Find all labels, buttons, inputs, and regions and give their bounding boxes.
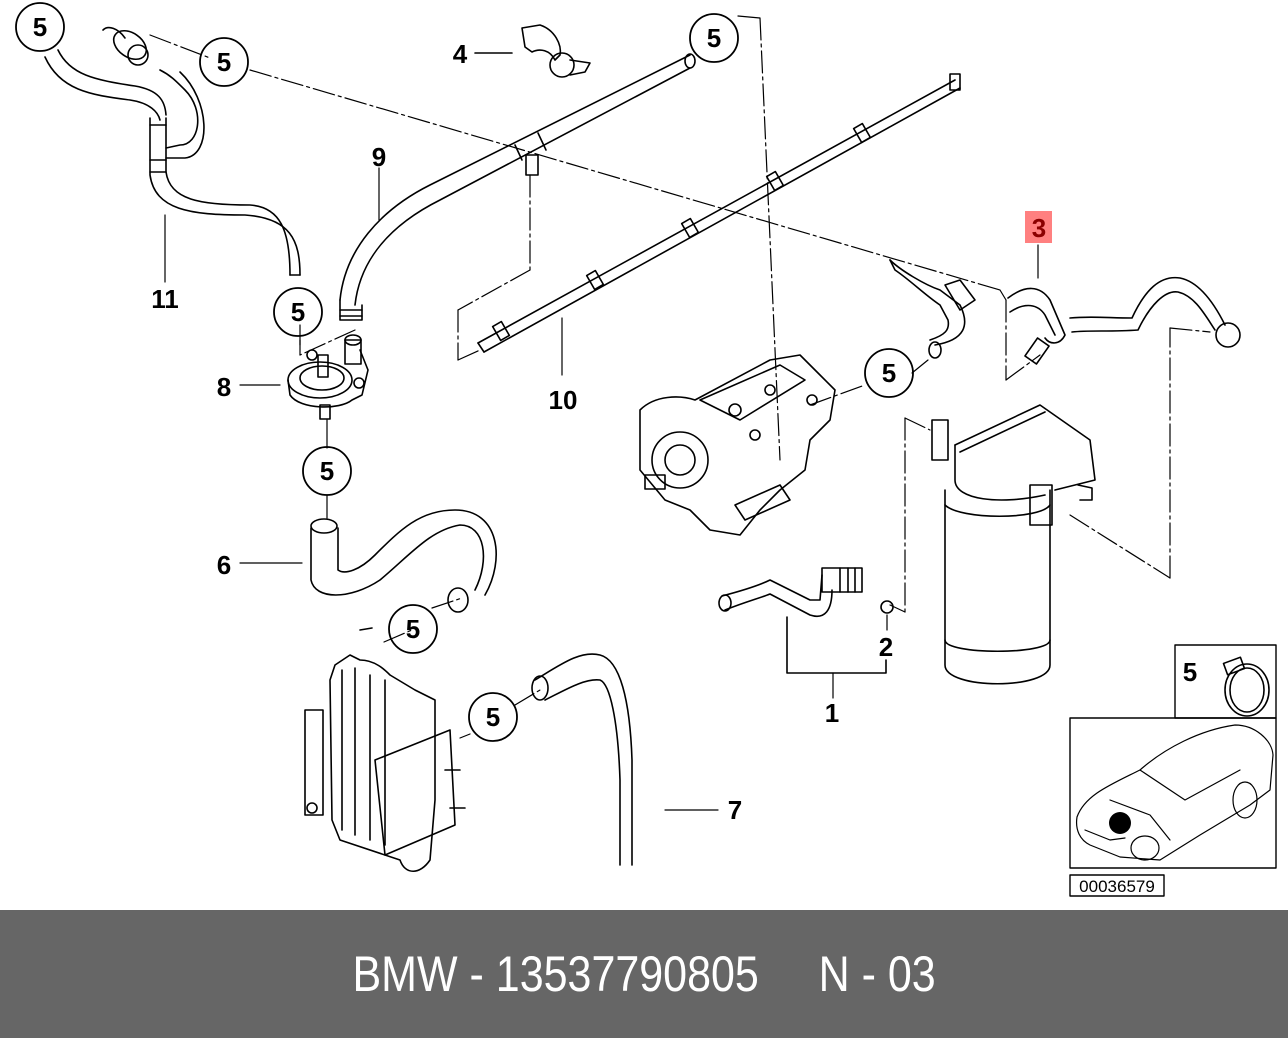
hose-7 [531,653,719,866]
hose-11 [44,26,301,276]
footer-part-number: 13537790805 [495,946,759,1002]
footer-gap [759,946,819,1002]
fuel-rail-10 [477,73,961,376]
fuel-cooler [304,627,466,873]
callout-1[interactable]: 1 [825,698,839,728]
hose-clamp-icon [1222,656,1270,717]
callout-9[interactable]: 9 [372,142,386,172]
hose-1 [718,567,894,699]
callout-6[interactable]: 6 [217,550,231,580]
dashed-leaders [149,15,1211,739]
callout-5[interactable]: 5 [320,456,334,486]
callout-5[interactable]: 5 [882,358,896,388]
tube-9 [339,53,696,321]
highlight-box-3 [1025,211,1052,243]
callout-10[interactable]: 10 [549,385,578,415]
footer-position-label: N - 03 [818,946,936,1002]
reference-number: 00036579 [1079,877,1155,896]
callout-circles [15,2,914,742]
callout-5[interactable]: 5 [707,23,721,53]
callout-5[interactable]: 5 [406,614,420,644]
callout-5[interactable]: 5 [217,47,231,77]
footer-separator: - [457,946,496,1002]
footer-bar: BMW - 13537790805 N - 03 [0,910,1288,1038]
pressure-regulator-8 [239,324,369,449]
callout-8[interactable]: 8 [217,372,231,402]
fuel-filter [931,404,1096,685]
callout-11[interactable]: 11 [151,284,179,314]
footer-part-info: BMW - 13537790805 N - 03 [352,945,935,1003]
callout-5[interactable]: 5 [486,702,500,732]
callout-5[interactable]: 5 [33,12,47,42]
car-location-icon [1075,724,1274,861]
high-pressure-pump [639,354,836,536]
footer-brand: BMW [352,946,458,1002]
inset-clamp-label: 5 [1183,657,1197,687]
callout-3-highlighted[interactable]: 3 [1032,213,1046,243]
callout-2[interactable]: 2 [879,632,893,662]
callout-4[interactable]: 4 [453,39,468,69]
parts-diagram: 5 5 5 5 5 5 5 5 4 9 11 10 8 6 7 2 1 3 5 … [15,2,1277,897]
callout-5[interactable]: 5 [291,297,305,327]
clip-4 [474,24,591,78]
callout-7[interactable]: 7 [728,795,742,825]
location-marker [1109,812,1131,834]
hose-6 [239,494,497,613]
return-hose-3 [889,244,1241,365]
